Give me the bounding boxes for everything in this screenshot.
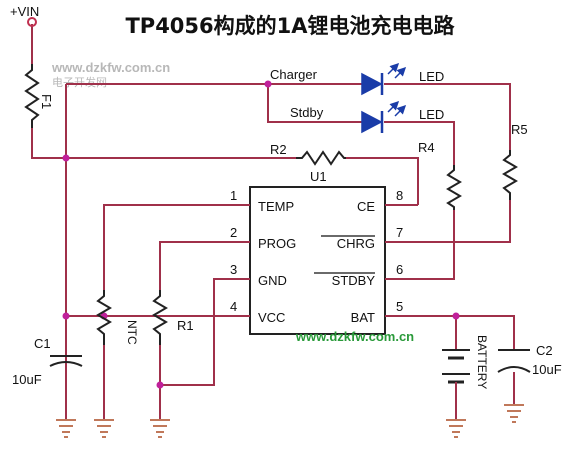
stdby-label: Stdby: [290, 105, 324, 120]
c1-label: C1: [34, 336, 51, 351]
resistor-r4: [446, 165, 462, 210]
f1-label: F1: [39, 94, 54, 109]
ground-3: [150, 419, 170, 438]
pin5-num: 5: [396, 299, 403, 314]
c2-label: C2: [536, 343, 553, 358]
pin1-name: TEMP: [258, 199, 294, 214]
pin8-num: 8: [396, 188, 403, 203]
ground-symbols: [56, 404, 524, 438]
r1-label: R1: [177, 318, 194, 333]
led-charger: [361, 62, 407, 96]
capacitor-c1: [49, 355, 83, 420]
pin7-name: CHRG: [337, 236, 375, 251]
c1-value: 10uF: [12, 372, 42, 387]
pin1-num: 1: [230, 188, 237, 203]
ic-tp4056: [249, 186, 386, 335]
pin2-num: 2: [230, 225, 237, 240]
ic-pin-lines: [222, 204, 412, 317]
vin-label: +VIN: [10, 4, 39, 19]
pin6-name: STDBY: [332, 273, 376, 288]
resistor-r5: [502, 150, 518, 200]
diagram-title: TP4056构成的1A锂电池充电电路: [125, 14, 455, 38]
pin3-name: GND: [258, 273, 287, 288]
pin8-name: CE: [357, 199, 375, 214]
r4-label: R4: [418, 140, 435, 155]
watermark-sub: 电子开发网: [52, 75, 107, 89]
ground-5: [504, 404, 524, 423]
ground-4: [446, 419, 466, 438]
junction-dots: [62, 80, 460, 389]
pin4-name: VCC: [258, 310, 285, 325]
ntc-label: NTC: [125, 320, 139, 345]
watermark-center: www.dzkfw.com.cn: [295, 329, 414, 344]
led1-label: LED: [419, 69, 444, 84]
u1-label: U1: [310, 169, 327, 184]
pin7-num: 7: [396, 225, 403, 240]
resistor-r1: [152, 290, 168, 345]
r5-label: R5: [511, 122, 528, 137]
pin3-num: 3: [230, 262, 237, 277]
charger-label: Charger: [270, 67, 318, 82]
ground-1: [56, 419, 76, 438]
pin2-name: PROG: [258, 236, 296, 251]
c2-value: 10uF: [532, 362, 562, 377]
resistor-r2: [296, 150, 346, 166]
led2-label: LED: [419, 107, 444, 122]
led-standby: [361, 100, 407, 134]
fuse-f1: [24, 64, 40, 128]
ground-2: [94, 419, 114, 438]
vin-terminal: [27, 17, 37, 27]
pin6-num: 6: [396, 262, 403, 277]
watermark-top: www.dzkfw.com.cn: [51, 60, 170, 75]
battery: [442, 349, 470, 395]
pin5-name: BAT: [351, 310, 375, 325]
pin4-num: 4: [230, 299, 237, 314]
thermistor-ntc: [96, 290, 112, 345]
wires: [31, 24, 515, 420]
r2-label: R2: [270, 142, 287, 157]
battery-label: BATTERY: [475, 335, 489, 389]
capacitor-c2: [497, 349, 531, 373]
